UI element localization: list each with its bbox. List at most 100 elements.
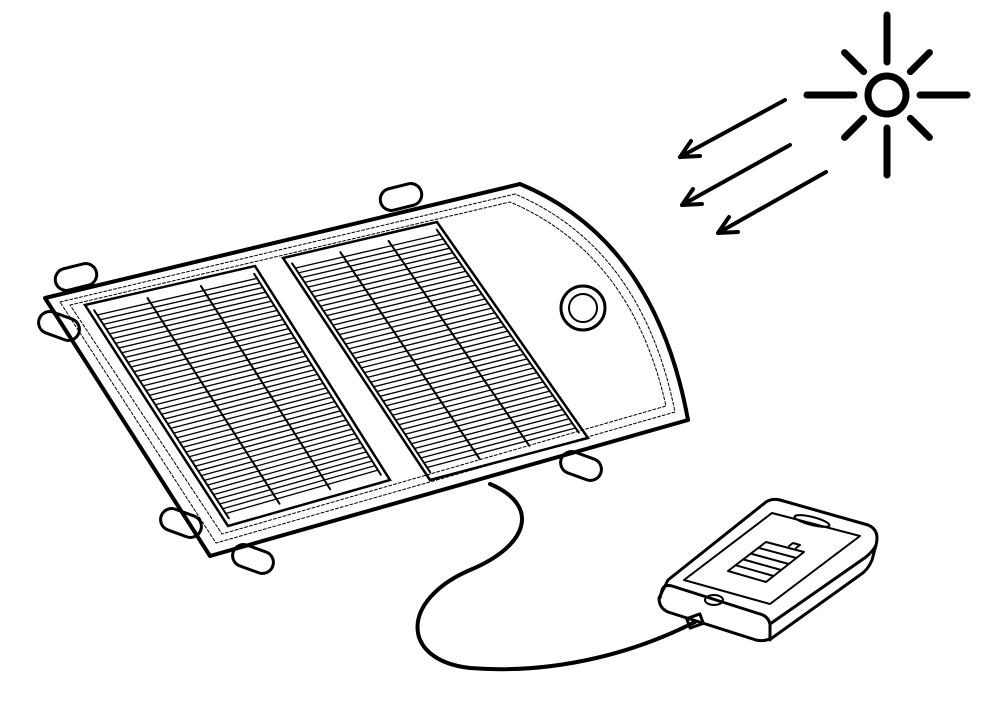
cell-gridline <box>182 405 339 448</box>
cell-gridline <box>170 387 327 430</box>
cell-gridline <box>209 446 365 491</box>
arrow-icon <box>678 98 787 159</box>
smartphone <box>657 497 879 643</box>
cell-gridline <box>385 367 535 407</box>
cell-gridline <box>218 460 373 505</box>
cell-gridline <box>347 312 496 350</box>
cell-gridline <box>388 372 538 412</box>
cell-gridline <box>410 404 561 445</box>
cell-gridline <box>102 286 264 326</box>
cell-busbar <box>93 309 230 520</box>
cell-gridline <box>191 419 347 463</box>
cell-gridline <box>157 369 316 411</box>
cell-gridline <box>133 332 293 373</box>
cell-gridline <box>379 358 528 397</box>
cell-gridline <box>105 291 267 330</box>
cell-gridline <box>163 378 322 420</box>
sun-icon <box>803 11 971 179</box>
cell-gridline <box>117 309 278 349</box>
cell-gridline <box>329 284 477 322</box>
cell-gridline <box>310 256 457 293</box>
cell-gridline <box>360 330 509 369</box>
sun-ray <box>841 114 868 141</box>
cell-gridline <box>194 423 350 467</box>
cell-gridline <box>124 318 284 359</box>
cell-gridline <box>369 344 519 383</box>
cell-gridline <box>417 413 567 454</box>
battery-full-icon <box>727 541 805 583</box>
cell-gridline <box>382 362 532 402</box>
cell-gridline <box>401 390 551 431</box>
cell-gridline <box>423 422 574 464</box>
cell-gridline <box>420 418 570 459</box>
cell-gridline <box>341 302 490 340</box>
cell-gridline <box>96 277 258 316</box>
cell-gridline <box>395 381 544 421</box>
battery-segment <box>742 558 783 571</box>
solar-panel <box>43 182 690 558</box>
cell-gridline <box>322 275 470 312</box>
cell-gridline <box>142 346 301 387</box>
cell-gridline <box>307 252 454 288</box>
sun-ray <box>906 114 933 141</box>
cell-gridline <box>326 279 473 317</box>
cell-gridline <box>188 414 345 458</box>
cell-gridline <box>160 373 319 415</box>
home-button <box>704 594 724 606</box>
cell-gridline <box>200 432 356 477</box>
cell-gridline <box>297 238 444 274</box>
cell-gridline <box>212 451 368 496</box>
cell-gridline <box>391 376 541 416</box>
solar-cell <box>280 220 591 482</box>
cell-gridline <box>127 323 287 363</box>
power-button <box>559 284 607 332</box>
cell-gridline <box>426 427 577 469</box>
cell-gridline <box>335 293 483 331</box>
cell-busbar <box>387 239 531 447</box>
cell-gridline <box>145 350 304 392</box>
cell-busbar <box>199 284 332 491</box>
cell-gridline <box>366 339 515 378</box>
arrow-icon <box>680 143 792 207</box>
cell-gridline <box>304 247 451 284</box>
cell-gridline <box>111 300 273 340</box>
cell-busbar <box>253 272 382 476</box>
cell-gridline <box>121 314 281 354</box>
cell-gridline <box>407 399 557 440</box>
cell-gridline <box>154 364 313 406</box>
cell-gridline <box>151 359 310 401</box>
cell-gridline <box>404 395 554 435</box>
cell-gridline <box>225 469 379 515</box>
cell-gridline <box>357 325 506 364</box>
cell-gridline <box>197 428 353 472</box>
arrow-icon <box>716 170 828 235</box>
cell-gridline <box>300 242 448 279</box>
solar-cell <box>82 264 392 528</box>
battery-segment <box>749 552 790 565</box>
cell-gridline <box>319 270 467 307</box>
cell-busbar <box>146 297 281 505</box>
cell-gridline <box>398 385 548 426</box>
cell-gridline <box>332 289 480 326</box>
cell-gridline <box>351 316 499 355</box>
cell-gridline <box>222 464 376 510</box>
cell-gridline <box>185 410 342 453</box>
cell-gridline <box>108 295 270 335</box>
cell-gridline <box>215 455 370 500</box>
cell-gridline <box>130 327 290 368</box>
cell-gridline <box>413 408 564 450</box>
sun-ray <box>906 49 933 76</box>
cell-gridline <box>136 337 296 378</box>
cell-busbar <box>339 251 481 461</box>
cell-gridline <box>376 353 525 393</box>
cell-gridline <box>354 321 503 359</box>
cell-gridline <box>206 442 362 486</box>
cell-gridline <box>373 348 522 388</box>
cell-busbar <box>291 262 432 474</box>
cell-gridline <box>148 355 307 396</box>
battery-segment <box>757 546 798 559</box>
cell-gridline <box>313 261 461 298</box>
cell-gridline <box>294 233 441 269</box>
charging-cable <box>415 482 697 672</box>
